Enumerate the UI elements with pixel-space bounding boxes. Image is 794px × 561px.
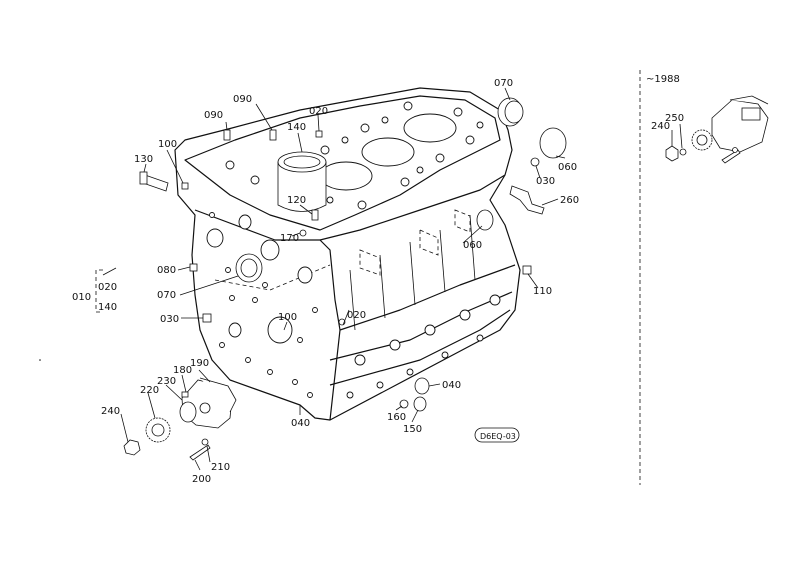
drain-plug-150 xyxy=(413,396,427,412)
inset-heading: ~1988 xyxy=(646,74,680,85)
label-230: 230 xyxy=(157,376,176,387)
dowel-pin-090-b xyxy=(269,129,277,141)
label-080: 080 xyxy=(157,265,176,276)
label-090-a: 090 xyxy=(204,110,223,121)
pin-120 xyxy=(311,209,319,221)
plug-080 xyxy=(189,263,198,272)
label-100-mid: 100 xyxy=(278,312,297,323)
label-060-mid: 060 xyxy=(463,240,482,251)
label-020-mid: 020 xyxy=(347,310,366,321)
label-100-top: 100 xyxy=(158,139,177,150)
dowel-pin-090-a xyxy=(223,129,231,141)
label-200: 200 xyxy=(192,474,211,485)
label-150: 150 xyxy=(403,424,422,435)
label-070-left: 070 xyxy=(157,290,176,301)
label-120: 120 xyxy=(287,195,306,206)
label-110: 110 xyxy=(533,286,552,297)
label-180: 180 xyxy=(173,365,192,376)
label-090-b: 090 xyxy=(233,94,252,105)
label-260: 260 xyxy=(560,195,579,206)
pin-100-top xyxy=(181,182,189,190)
label-set-010: 010 xyxy=(72,292,91,303)
label-140-top: 140 xyxy=(287,122,306,133)
label-020-top: 020 xyxy=(309,106,328,117)
label-set-020: 020 xyxy=(98,282,117,293)
plug-030-right xyxy=(530,157,540,167)
plug-070-top xyxy=(497,97,524,127)
stud-130 xyxy=(139,171,169,192)
plug-060-top xyxy=(539,127,567,159)
cylinder-block xyxy=(174,87,521,421)
label-170: 170 xyxy=(280,233,299,244)
drawing-ref-stamp: D6EQ-03 xyxy=(474,427,520,443)
label-070-top: 070 xyxy=(494,78,513,89)
label-040-bottom: 040 xyxy=(291,418,310,429)
label-060-top: 060 xyxy=(558,162,577,173)
plug-060-mid xyxy=(476,209,494,231)
label-220: 220 xyxy=(140,385,159,396)
pump-assembly xyxy=(123,377,237,461)
inset-pump-assembly: ~1988 240 250 xyxy=(646,74,769,164)
drawing-ref-text: D6EQ-03 xyxy=(480,432,516,441)
plug-040-right xyxy=(414,377,430,395)
label-130: 130 xyxy=(134,154,153,165)
label-240: 240 xyxy=(101,406,120,417)
plug-030-left xyxy=(202,313,212,323)
label-040-right: 040 xyxy=(442,380,461,391)
inset-label-250: 250 xyxy=(665,113,684,124)
label-030-left: 030 xyxy=(160,314,179,325)
plug-020-top xyxy=(315,130,323,138)
label-030-right: 030 xyxy=(536,176,555,187)
label-160: 160 xyxy=(387,412,406,423)
label-210: 210 xyxy=(211,462,230,473)
oil-switch-260 xyxy=(509,185,545,215)
pin-110 xyxy=(522,265,532,275)
inset-label-240: 240 xyxy=(651,121,670,132)
callout-labels: 070 090 090 140 020 100 130 060 030 260 … xyxy=(72,78,579,485)
cylinder-liner-140 xyxy=(277,151,327,212)
label-set-140: 140 xyxy=(98,302,117,313)
oil-seal-070-left xyxy=(235,253,263,283)
plug-170 xyxy=(299,229,307,237)
label-190: 190 xyxy=(190,358,209,369)
leader-lines xyxy=(95,87,566,471)
